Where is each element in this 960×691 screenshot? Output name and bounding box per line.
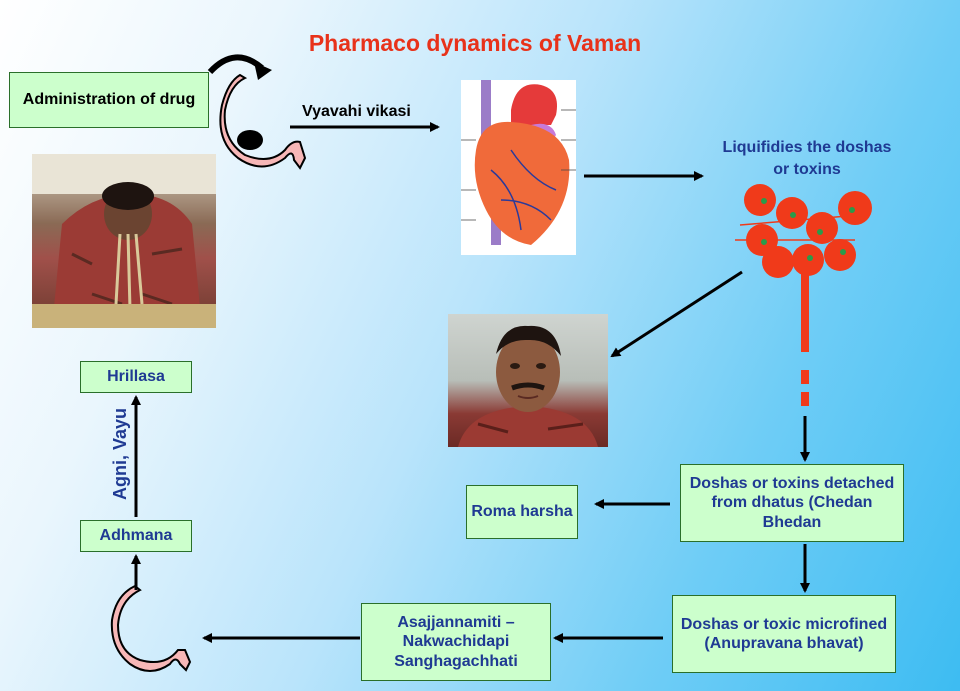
hrillasa-box: Hrillasa xyxy=(80,361,192,393)
liquifies-label: Liquifidies the doshas or toxins xyxy=(722,139,892,178)
red-dashed-line xyxy=(801,270,809,406)
heart-diagram-image xyxy=(461,80,576,255)
patient-face-photo xyxy=(448,314,608,447)
arrow-to-face xyxy=(610,270,743,358)
heart-illustration xyxy=(461,80,576,245)
asajjannamiti-box: Asajjannamiti – Nakwachidapi Sanghagachh… xyxy=(361,603,551,681)
vyavahi-vikasi-label: Vyavahi vikasi xyxy=(302,103,411,120)
roma-harsha-box: Roma harsha xyxy=(466,485,578,539)
doshas-detached-box: Doshas or toxins detached from dhatus (C… xyxy=(680,464,904,542)
administration-of-drug-box: Administration of drug xyxy=(9,72,209,128)
vomiting-patient-illustration xyxy=(32,154,216,328)
adhmana-box: Adhmana xyxy=(80,520,192,552)
stomach-icon-top xyxy=(219,73,307,170)
toxin-cells-cluster xyxy=(735,184,872,278)
page-title: Pharmaco dynamics of Vaman xyxy=(308,30,642,56)
vomiting-patient-photo xyxy=(32,154,216,328)
curved-arrow-into-stomach xyxy=(207,54,264,75)
stomach-icon-bottom xyxy=(110,584,192,672)
patient-face-illustration xyxy=(458,325,598,447)
doshas-microfined-box: Doshas or toxic microfined (Anupravana b… xyxy=(672,595,896,673)
